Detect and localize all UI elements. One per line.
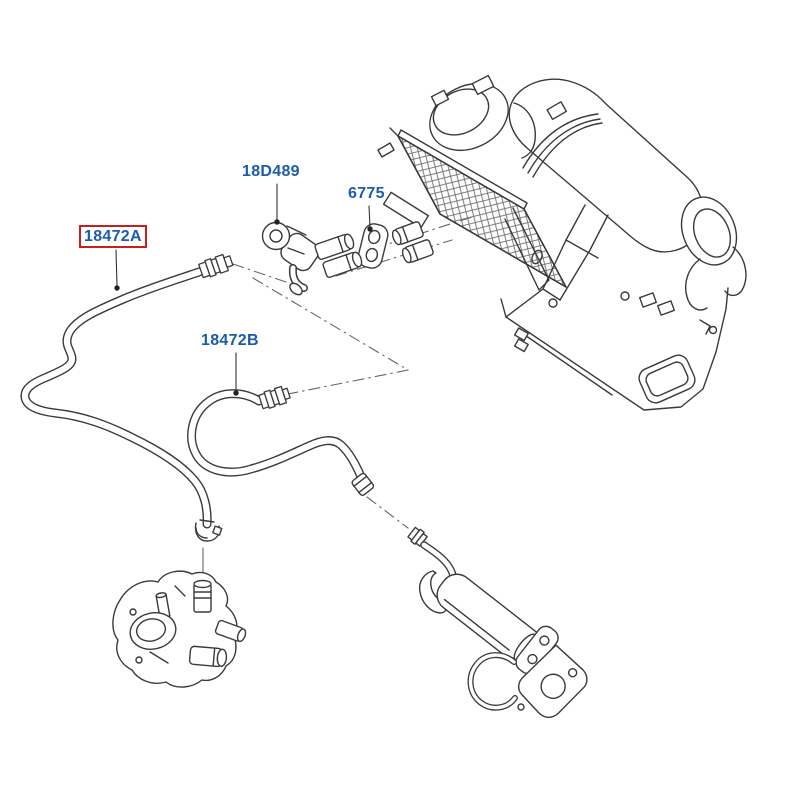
lower-housing	[500, 204, 729, 411]
heater-pipe-stubs	[382, 191, 434, 264]
mesh-core-panel	[377, 127, 567, 288]
thermostat-housing-part	[112, 570, 247, 688]
inner-duct-frame	[504, 207, 550, 291]
gasket-part	[357, 223, 389, 269]
duct-opening-right	[680, 196, 747, 311]
heater-assembly-drawing	[377, 74, 747, 411]
leader-lines	[115, 183, 371, 392]
egr-inlet-fitting	[407, 526, 428, 547]
heater-drum	[508, 78, 704, 253]
control-valve-part	[261, 221, 363, 296]
part-label-6775[interactable]: 6775	[348, 185, 385, 202]
blower-dome	[429, 74, 509, 152]
hose-18472B-clamp	[351, 472, 375, 496]
hose-18472A-part	[20, 253, 234, 583]
part-label-18472A[interactable]: 18472A	[79, 225, 147, 248]
hose-18472B-part	[187, 385, 375, 496]
part-label-18472B[interactable]: 18472B	[201, 332, 259, 349]
hose-18472B-connector	[258, 385, 291, 410]
part-label-18D489[interactable]: 18D489	[242, 163, 300, 180]
hose-18472A-connector	[198, 253, 234, 279]
egr-cooler-part	[407, 526, 588, 719]
hose-18472A-clamp	[194, 519, 223, 542]
leader-dots	[114, 219, 373, 396]
